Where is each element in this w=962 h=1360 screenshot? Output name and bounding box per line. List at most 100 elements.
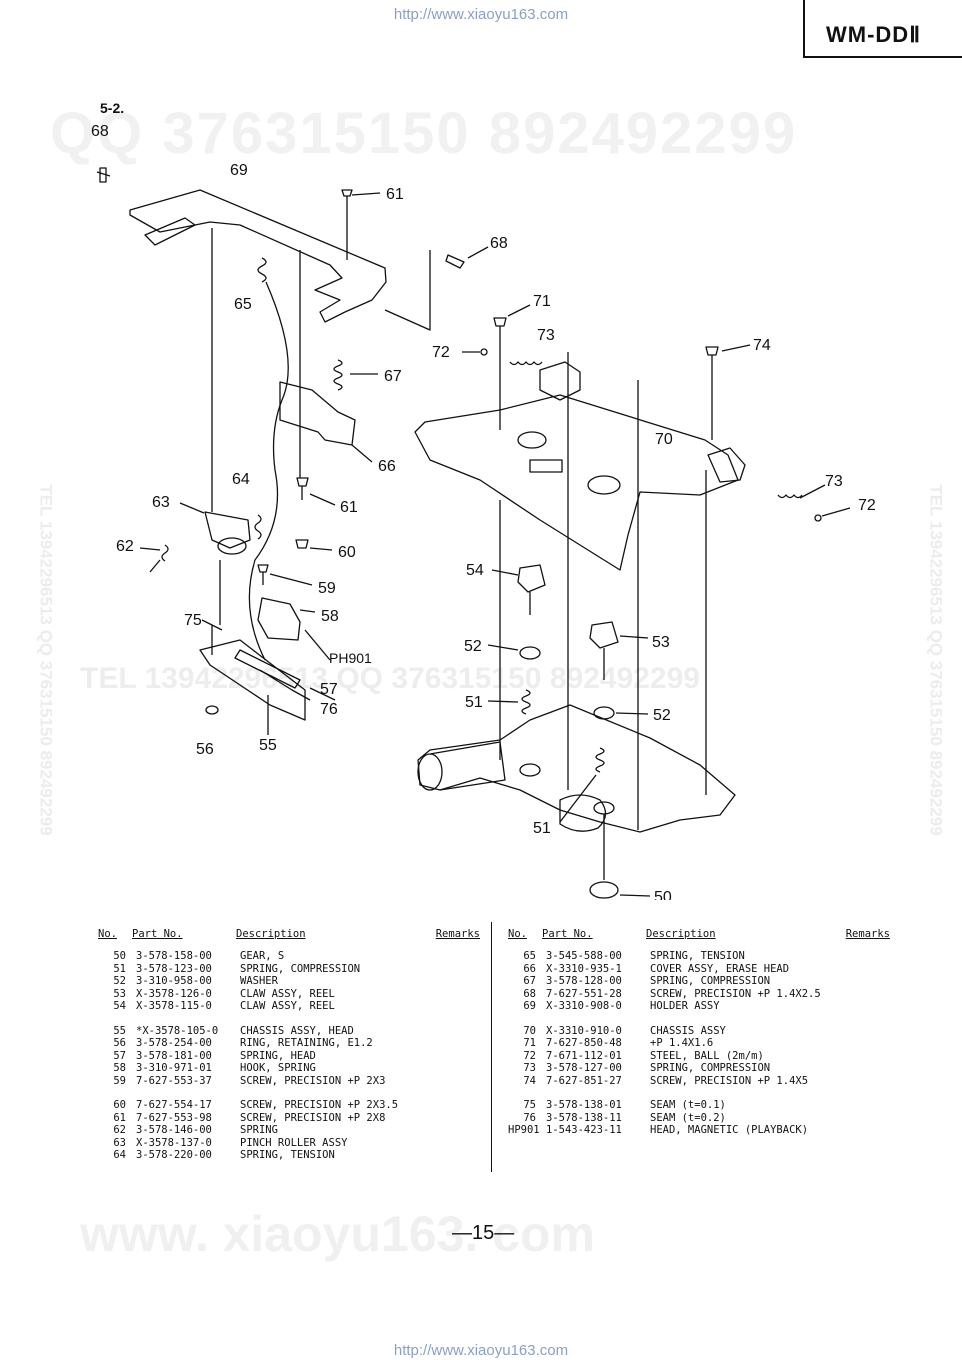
description-cell: COVER ASSY, ERASE HEAD <box>650 962 790 975</box>
part-number-cell: 3-578-158-00 <box>136 950 212 962</box>
description-cell: SCREW, PRECISION +P 1.4X2.5 <box>650 987 821 1000</box>
holder-arm-69 <box>144 217 196 246</box>
part-number-cell: X-3310-910-0 <box>546 1024 622 1037</box>
callout-74: 74 <box>753 337 771 354</box>
watermark-url: www. xiaoyu163. com <box>80 1206 596 1262</box>
col-description: Description <box>646 928 716 940</box>
spring-64 <box>254 514 262 540</box>
callout-55: 55 <box>259 737 277 754</box>
reel-claw-53 <box>589 621 619 649</box>
callout-58: 58 <box>321 608 339 625</box>
spring-62 <box>139 544 169 573</box>
description-cell: SPRING, COMPRESSION <box>650 975 771 987</box>
part-number-cell: X-3578-115-0 <box>136 1000 212 1012</box>
callout-52-right: 52 <box>653 707 671 724</box>
exploded-view-diagram: 68 69 61 68 65 71 73 72 74 67 70 66 73 7… <box>91 123 876 900</box>
part-no-cell: 53 <box>113 987 126 1000</box>
part-number-cell: 3-310-958-00 <box>136 975 212 987</box>
reel-claw-54 <box>517 564 546 593</box>
base-chassis <box>417 704 736 833</box>
bottom-url: http://www.xiaoyu163.com <box>393 1342 569 1359</box>
screw-61a <box>341 189 353 210</box>
part-number-cell: 7-627-850-48 <box>546 1037 622 1049</box>
col-remarks: Remarks <box>845 928 890 940</box>
callout-56: 56 <box>196 741 214 758</box>
part-no-cell: 56 <box>113 1037 126 1049</box>
callout-76: 76 <box>320 701 338 718</box>
group-gap <box>508 1013 890 1025</box>
part-number-cell: 3-578-146-00 <box>136 1124 212 1136</box>
magnetic-head-58 <box>257 597 301 641</box>
description-cell: SCREW, PRECISION +P 2X8 <box>240 1111 386 1124</box>
part-no-cell: 57 <box>113 1049 126 1062</box>
group-gap <box>98 1013 480 1025</box>
head-chassis-55 <box>199 639 306 721</box>
part-number-cell: X-3310-935-1 <box>546 962 622 975</box>
head-spring-57 <box>234 649 301 689</box>
col-remarks: Remarks <box>435 928 480 940</box>
description-cell: HOLDER ASSY <box>650 1000 720 1012</box>
gear-s <box>559 794 607 832</box>
washer-52a <box>519 646 541 660</box>
col-no: No. <box>98 928 117 940</box>
description-cell: SEAM (t=0.1) <box>650 1099 726 1111</box>
col-part-no: Part No. <box>542 928 593 940</box>
part-no-cell: 75 <box>523 1099 536 1111</box>
description-cell: SPRING, COMPRESSION <box>650 1062 771 1074</box>
part-number-cell: 7-627-851-27 <box>546 1074 622 1087</box>
part-number-cell: 3-578-138-01 <box>546 1099 622 1111</box>
callout-ph901: PH901 <box>329 650 372 666</box>
part-no-cell: 72 <box>523 1049 536 1062</box>
top-url: http://www.xiaoyu163.com <box>393 6 569 23</box>
callout-62: 62 <box>116 538 134 555</box>
callout-66: 66 <box>378 458 396 475</box>
callout-68-right: 68 <box>490 235 508 252</box>
col-description: Description <box>236 928 306 940</box>
part-no-cell: 59 <box>113 1074 126 1087</box>
watermark-qq: QQ 376315150 892492299 <box>50 101 798 166</box>
callout-51: 51 <box>465 694 483 711</box>
screw-60 <box>295 539 309 549</box>
screw-68b <box>445 254 465 269</box>
part-no-cell: 68 <box>523 987 536 1000</box>
part-no-cell: 62 <box>113 1124 126 1136</box>
diagram-linework <box>96 167 851 899</box>
part-number-cell: 3-578-123-00 <box>136 962 212 975</box>
part-number-cell: 3-310-971-01 <box>136 1062 212 1074</box>
callout-69: 69 <box>230 162 248 179</box>
callout-72-right: 72 <box>858 497 876 514</box>
callout-60: 60 <box>338 544 356 561</box>
description-cell: SEAM (t=0.2) <box>650 1111 726 1124</box>
part-no-cell: 55 <box>113 1024 126 1037</box>
description-cell: SPRING, TENSION <box>240 1149 335 1161</box>
description-cell: HOOK, SPRING <box>240 1062 316 1074</box>
callout-54: 54 <box>466 562 484 579</box>
screw-68a <box>96 167 111 183</box>
description-cell: SCREW, PRECISION +P 2X3 <box>240 1074 386 1087</box>
reel-arm-right <box>707 447 746 483</box>
callout-57: 57 <box>320 681 338 698</box>
description-cell: SPRING, HEAD <box>240 1049 316 1062</box>
part-no-cell: 67 <box>523 975 536 987</box>
description-cell: PINCH ROLLER ASSY <box>240 1136 348 1149</box>
callout-75: 75 <box>184 612 202 629</box>
spring-73b <box>777 494 803 499</box>
screw-61b <box>296 477 309 500</box>
table-header-left: No. Part No. Description Remarks <box>98 922 480 940</box>
description-cell: SPRING <box>240 1124 278 1136</box>
